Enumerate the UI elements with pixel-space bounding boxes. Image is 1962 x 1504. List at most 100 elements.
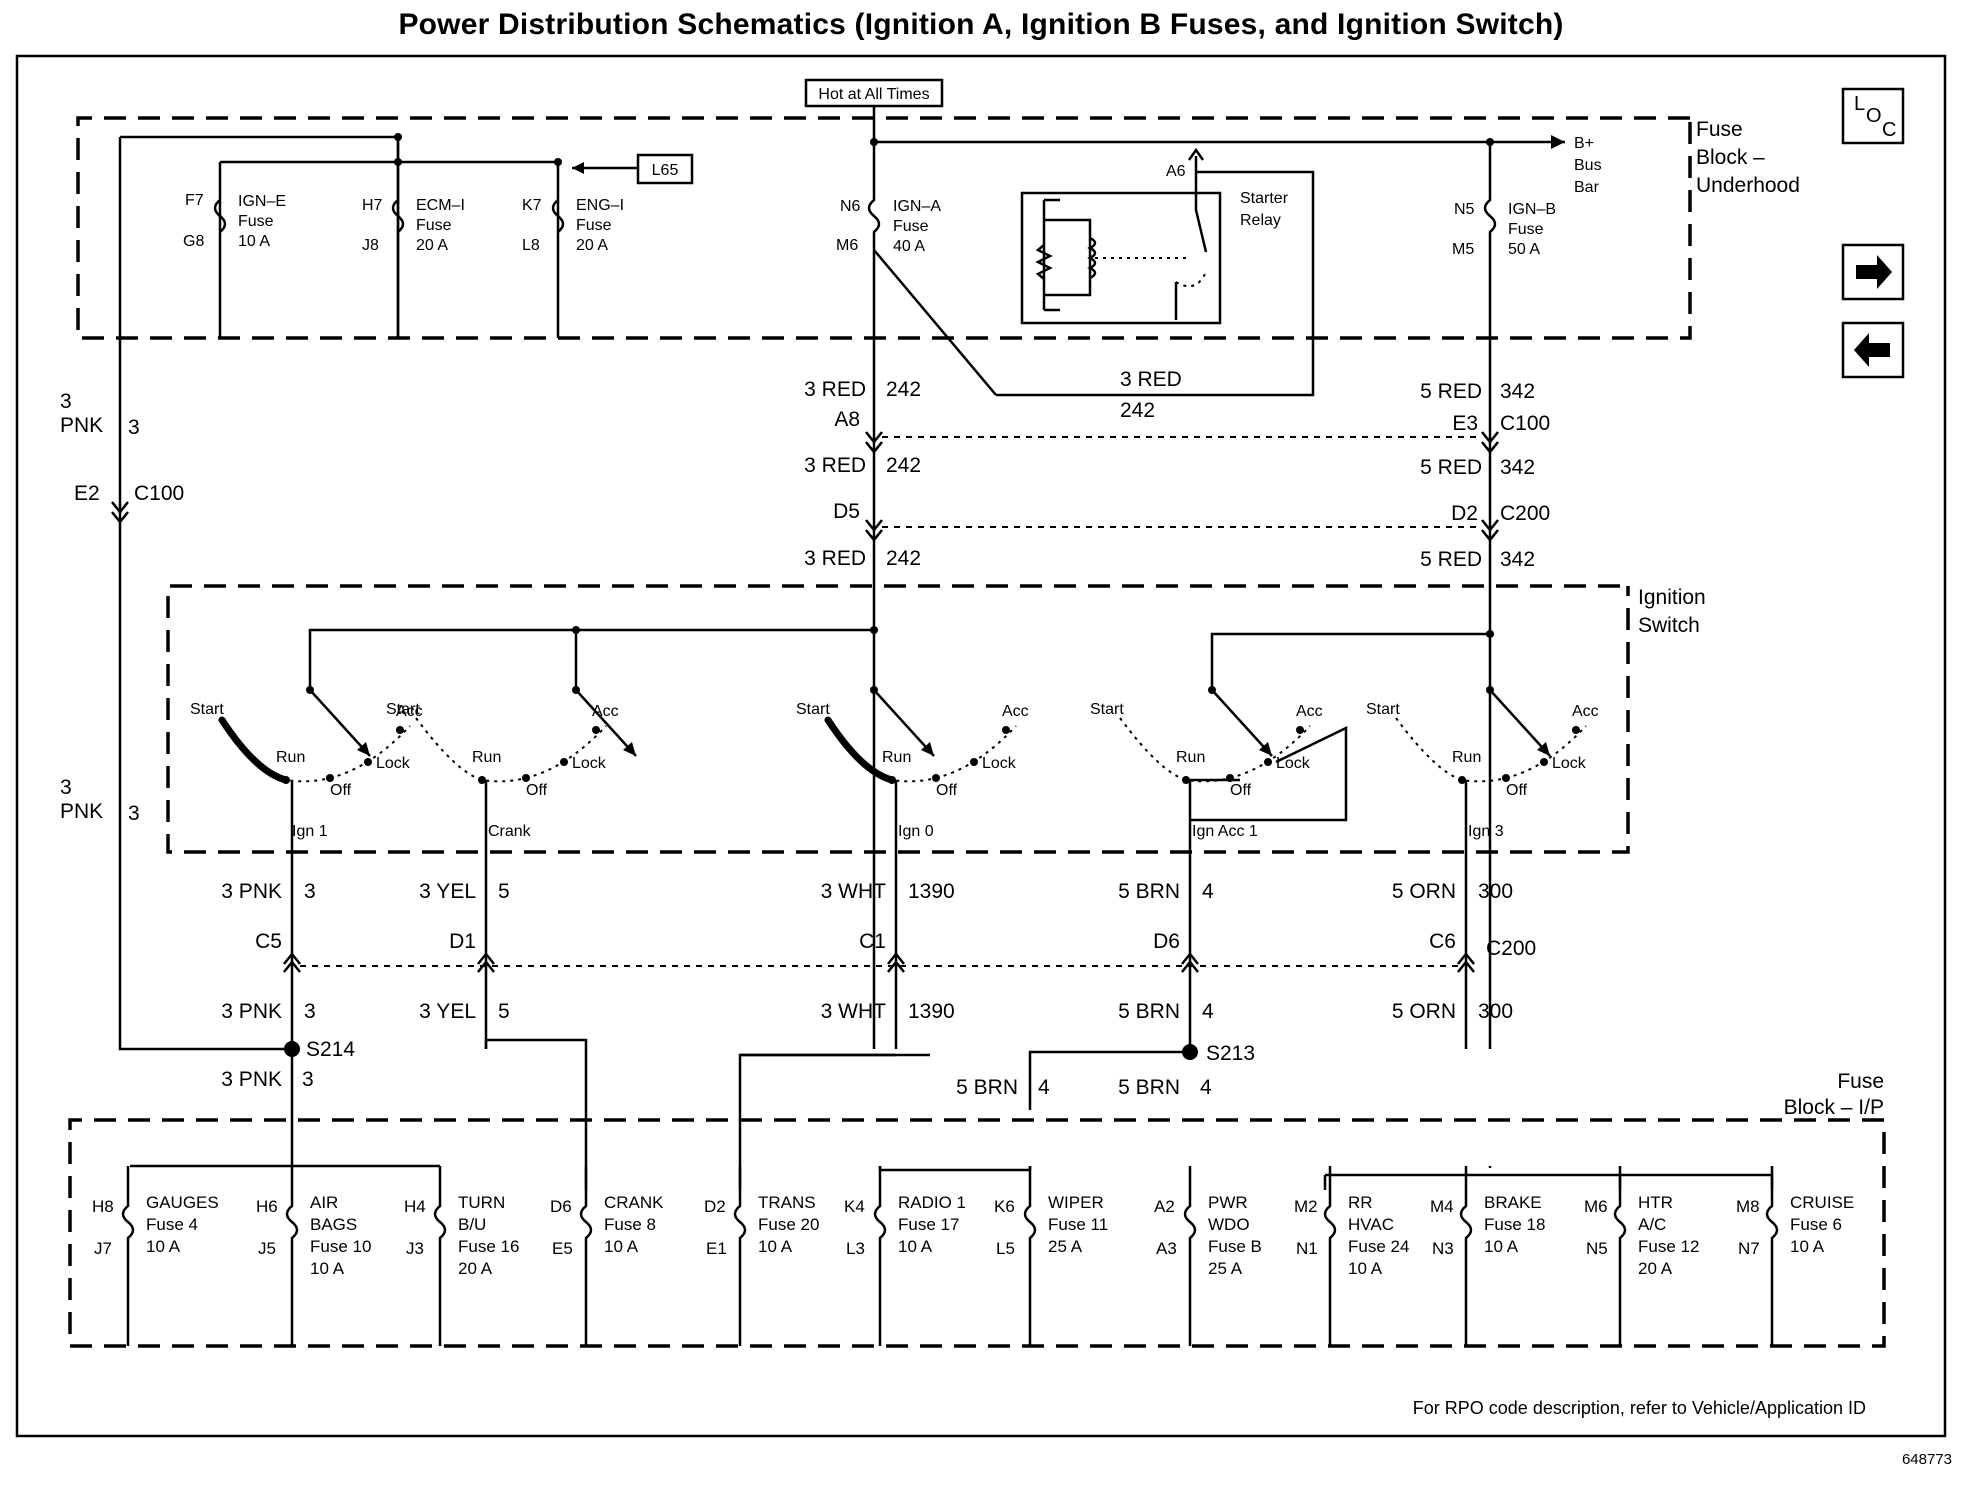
switch-contact (560, 758, 568, 766)
ip-fuse-name-line: HVAC (1348, 1215, 1394, 1234)
ip-fuse-bottom-pin: L5 (996, 1239, 1015, 1258)
output-pin: C6 (1429, 930, 1456, 953)
switch-arm-head (623, 742, 636, 756)
output-connector-icon (1457, 951, 1475, 973)
ip-fuse-name-line: Fuse 12 (1638, 1237, 1699, 1256)
ip-fuse-symbol (1023, 1166, 1037, 1346)
output-lower-color: 5 ORN (1392, 1000, 1456, 1023)
splice-s213-left-circuit: 4 (1038, 1076, 1050, 1099)
fuse-block-underhood-outline (76, 116, 1692, 340)
ip-fuse-top-pin: H4 (404, 1197, 426, 1216)
output-upper-circuit: 1390 (908, 880, 955, 903)
switch-arm (1211, 689, 1273, 757)
ip-fuse-name-line: B/U (458, 1215, 486, 1234)
fuse-n5-bottom-pin: M5 (1452, 241, 1474, 258)
ip-fuse-symbol (579, 1166, 593, 1346)
fuse-f7-type: Fuse (238, 213, 274, 230)
switch-run-label: Run (882, 749, 911, 766)
ip-fuse-bottom-pin: N5 (1586, 1239, 1608, 1258)
ip-fuse-name-line: CRUISE (1790, 1193, 1854, 1212)
fuse-f7-name: IGN–E (238, 193, 286, 210)
switch-contact (1572, 726, 1580, 734)
relay-red242-color: 3 RED (1120, 368, 1182, 391)
ip-fuse-symbol (733, 1166, 747, 1346)
ip-fuse-name-line: Fuse 17 (898, 1215, 959, 1234)
fuse-h7-type: Fuse (416, 217, 452, 234)
fuse-n5-name: IGN–B (1508, 201, 1556, 218)
ip-fuse-name-line: WDO (1208, 1215, 1250, 1234)
output-upper-color: 5 BRN (1118, 880, 1180, 903)
ip-fuse-name-line: AIR (310, 1193, 338, 1212)
splice-s214-wire-color: 3 PNK (221, 1068, 282, 1091)
switch-output-name: Ign 1 (292, 823, 328, 840)
switch-contact (1182, 776, 1190, 784)
ip-fuse-bottom-pin: J5 (258, 1239, 276, 1258)
switch-contact (1296, 726, 1304, 734)
footer-note: For RPO code description, refer to Vehic… (1413, 1398, 1866, 1418)
switch-contact (1002, 726, 1010, 734)
switch-start-label: Start (796, 701, 830, 718)
ip-fuse-name-line: 10 A (1348, 1259, 1383, 1278)
switch-contact (888, 776, 896, 784)
switch-start-label: Start (386, 701, 420, 718)
switch-run-label: Run (1176, 749, 1205, 766)
ignition-switch-label-2: Switch (1638, 614, 1700, 637)
output-upper-color: 3 PNK (221, 880, 282, 903)
ip-fuse-bottom-pin: N1 (1296, 1239, 1318, 1258)
ip-fuse-name-line: TRANS (758, 1193, 816, 1212)
ignition-switch-outline (166, 584, 1630, 854)
starter-relay-label-2: Relay (1240, 212, 1281, 229)
fuse-k7-type: Fuse (576, 217, 612, 234)
ip-fuse-top-pin: M2 (1294, 1197, 1318, 1216)
ip-fuse-name-line: 10 A (898, 1237, 933, 1256)
ip-fuse-top-pin: A2 (1154, 1197, 1175, 1216)
switch-acc-label: Acc (592, 703, 619, 720)
ip-fuse-name-line: Fuse 10 (310, 1237, 371, 1256)
switch-output-name: Ign 0 (898, 823, 934, 840)
left-pnk-label-2: PNK (60, 414, 103, 437)
ip-fuse-top-pin: M6 (1584, 1197, 1608, 1216)
loc-icon-letter-l: L (1854, 93, 1865, 115)
splice-s213-below-color: 5 BRN (1118, 1076, 1180, 1099)
fuse-n5-rating: 50 A (1508, 241, 1540, 258)
loc-icon[interactable]: L O C (1841, 87, 1905, 145)
ip-fuse-bottom-pin: E1 (706, 1239, 727, 1258)
left-pnk-label-4: 3 (60, 776, 72, 799)
left-pnk-label-3: 3 (128, 416, 140, 439)
fuse-h7-rating: 20 A (416, 237, 448, 254)
switch-active-contact (824, 716, 896, 784)
next-arrow-icon[interactable] (1841, 243, 1905, 301)
output-pin: C5 (255, 930, 282, 953)
ip-fuse-name-line: 10 A (1484, 1237, 1519, 1256)
switch-arm (1489, 689, 1551, 757)
ip-fuse-name-line: 10 A (310, 1259, 345, 1278)
fuse-n6-top-pin: N6 (840, 198, 861, 215)
switch-lock-label: Lock (1552, 755, 1587, 772)
switch-start-label: Start (1366, 701, 1400, 718)
output-lower-color: 5 BRN (1118, 1000, 1180, 1023)
prev-arrow-icon[interactable] (1841, 321, 1905, 379)
switch-off-label: Off (936, 782, 958, 799)
ip-fuse-bottom-pin: N3 (1432, 1239, 1454, 1258)
connector-c200-top-label: C200 (1500, 502, 1550, 525)
switch-contact (1264, 758, 1272, 766)
red342-b-color: 5 RED (1420, 456, 1482, 479)
fuse-block-underhood-label-2: Block – (1696, 146, 1765, 169)
ip-fuse-name-line: 20 A (458, 1259, 493, 1278)
switch-contact (1540, 758, 1548, 766)
connector-c200-bottom-label: C200 (1486, 937, 1536, 960)
switch-output-name: Crank (488, 823, 532, 840)
fuse-k7-bottom-pin: L8 (522, 237, 540, 254)
fuse-f7-bottom-pin: G8 (183, 233, 204, 250)
ip-fuse-name-line: Fuse 6 (1790, 1215, 1842, 1234)
fuse-f7-ign-e: F7 G8 IGN–E Fuse 10 A (183, 192, 286, 250)
